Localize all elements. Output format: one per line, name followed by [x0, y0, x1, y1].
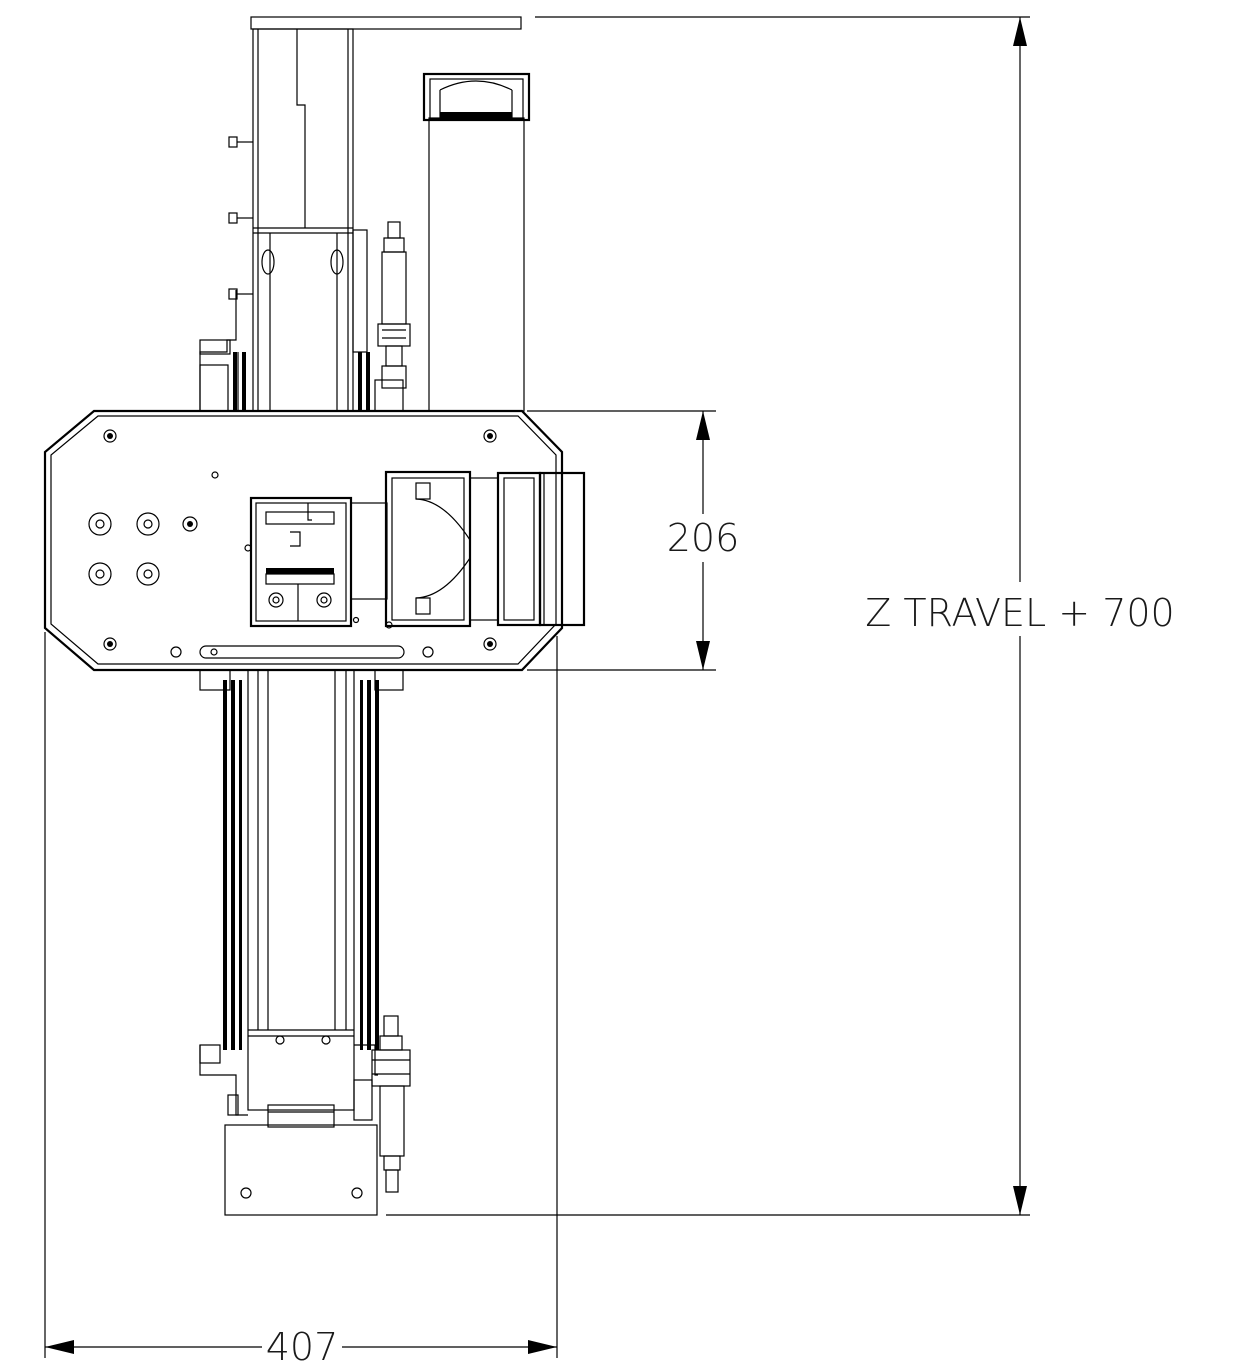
dimension-total-length — [386, 16, 1030, 1216]
motor-assembly — [350, 470, 586, 629]
carriage-plate — [43, 409, 564, 672]
lower-proximity-sensor — [371, 1015, 411, 1193]
dimension-plate-height-label: 206 — [667, 516, 740, 560]
dimension-total-length-label: Z TRAVEL + 700 — [865, 591, 1174, 635]
bottom-end-block — [224, 1124, 378, 1216]
lower-right-bracket — [353, 1044, 378, 1121]
lower-column — [199, 669, 404, 1128]
upper-proximity-sensor — [377, 221, 411, 389]
counterbored-holes — [88, 512, 198, 586]
upper-right-bracket — [352, 229, 404, 412]
dimension-plate-height — [527, 410, 716, 671]
upper-left-bracket — [199, 290, 246, 412]
lower-left-bracket — [199, 1044, 248, 1116]
cable-carrier-upper — [422, 72, 531, 412]
dimension-overall-width-label: 407 — [266, 1325, 339, 1363]
dimension-overall-width — [44, 632, 558, 1358]
clamp-block — [244, 496, 360, 628]
upper-column — [228, 16, 522, 412]
